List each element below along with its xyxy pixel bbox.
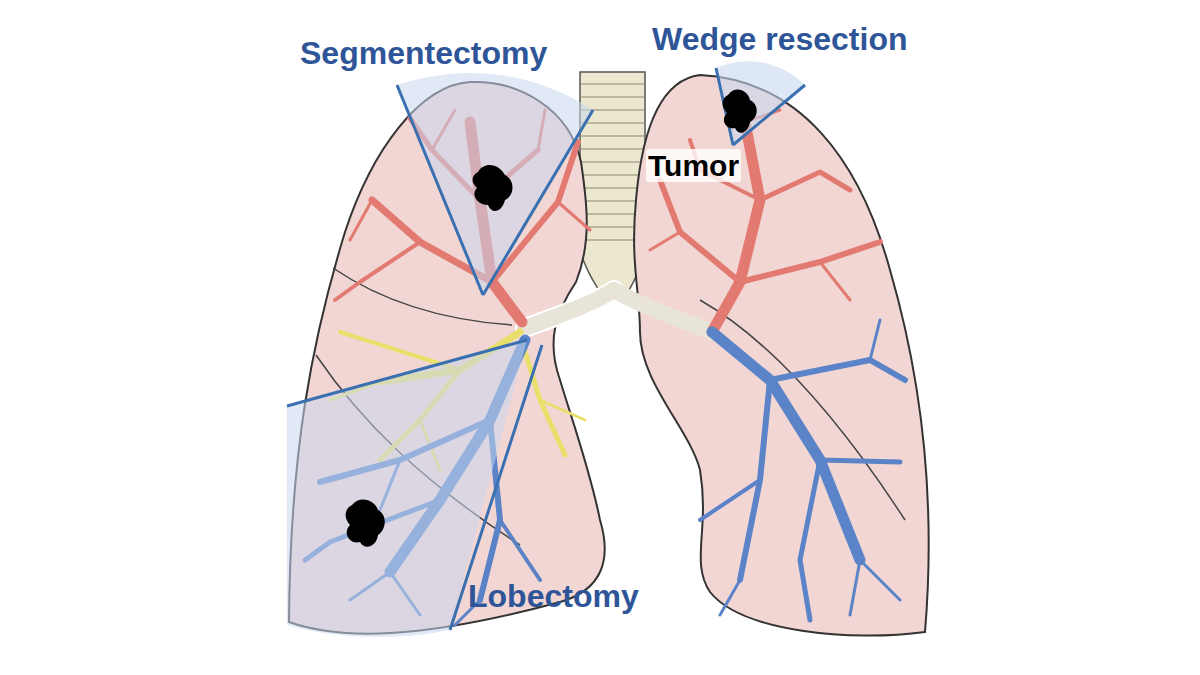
left-main-bronchus <box>614 290 712 332</box>
tumor <box>346 500 385 547</box>
bronchus <box>740 242 880 282</box>
bronchus <box>820 460 900 462</box>
procedure-label: Wedge resection <box>652 22 907 57</box>
bronchus <box>770 360 905 380</box>
left-lower-lobe-bronchi <box>700 320 905 620</box>
right-main-bronchus-edge <box>525 290 614 328</box>
procedure-label: Lobectomy <box>468 579 639 614</box>
tumor <box>473 165 513 211</box>
bronchus <box>500 520 540 580</box>
tumors <box>346 90 757 547</box>
bronchus <box>335 242 420 300</box>
tumor-label: Tumor <box>646 149 741 182</box>
segmentectomy-cut-lines <box>397 85 593 295</box>
bronchus <box>660 180 740 282</box>
bronchus <box>740 380 770 580</box>
bronchus <box>522 342 565 455</box>
left-upper-lobe-bronchi <box>650 110 880 332</box>
wedge-cut-lines <box>716 68 805 145</box>
bronchus <box>800 460 820 620</box>
bronchus <box>720 320 900 615</box>
bronchus <box>650 110 850 300</box>
procedure-label: Segmentectomy <box>300 36 547 71</box>
wedge-region <box>716 61 805 145</box>
bronchus <box>760 172 850 200</box>
bronchus <box>700 480 760 520</box>
segmentectomy-region <box>397 73 593 295</box>
right-main-bronchus <box>525 290 614 328</box>
left-lung-fissure <box>700 300 905 520</box>
left-lung <box>634 75 929 636</box>
tumor <box>723 90 757 133</box>
resection-regions <box>287 61 805 637</box>
